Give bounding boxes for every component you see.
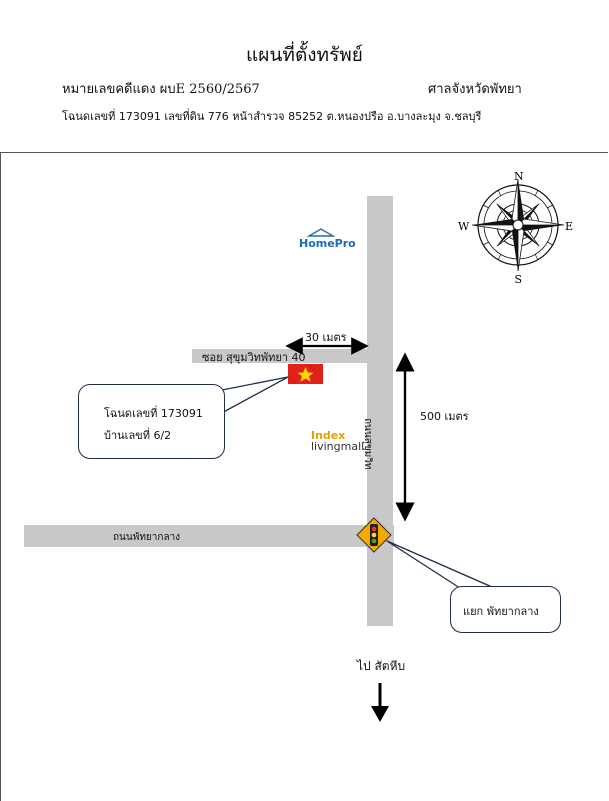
compass-w: W	[458, 220, 470, 233]
homepro-text: HomePro	[299, 237, 356, 250]
property-flag-icon	[288, 364, 323, 384]
distance-main-label: 500 เมตร	[420, 410, 469, 423]
property-house-label: บ้านเลขที่ 6/2	[104, 429, 172, 442]
property-callout: โฉนดเลขที่ 173091 บ้านเลขที่ 6/2	[78, 384, 225, 459]
junction-label: แยก พัทยากลาง	[463, 605, 539, 618]
junction-callout-pointer	[386, 540, 493, 591]
compass-e: E	[565, 220, 573, 233]
soi-label: ซอย สุขุมวิทพัทยา 40	[202, 351, 306, 364]
cross-road-label: ถนนพัทยากลาง	[113, 532, 181, 543]
index-sub-text: livingmall	[311, 440, 365, 453]
cross-road	[24, 525, 394, 547]
traffic-light-icon	[356, 517, 392, 553]
compass-n: N	[514, 170, 524, 183]
homepro-roof-icon	[306, 228, 336, 237]
court-name: ศาลจังหวัดพัทยา	[428, 82, 522, 97]
property-deed-label: โฉนดเลขที่ 173091	[104, 407, 203, 420]
compass-rose-icon: N S E W	[458, 170, 573, 286]
page-title: แผนที่ตั้งทรัพย์	[246, 44, 363, 66]
main-road	[367, 196, 393, 626]
direction-arrow-icon	[371, 683, 389, 722]
homepro-logo: HomePro	[299, 228, 356, 250]
junction-callout: แยก พัทยากลาง	[450, 586, 561, 633]
deed-info: โฉนดเลขที่ 173091 เลขที่ดิน 776 หน้าสำรว…	[62, 110, 482, 123]
map-frame	[0, 152, 608, 801]
compass-s: S	[515, 273, 523, 286]
direction-label: ไป สัตหีบ	[357, 659, 406, 673]
index-brand-text: Index	[311, 429, 346, 442]
index-livingmall-logo: Index livingmall	[311, 430, 364, 452]
case-number: หมายเลขคดีแดง ผบE 2560/2567	[62, 82, 260, 97]
